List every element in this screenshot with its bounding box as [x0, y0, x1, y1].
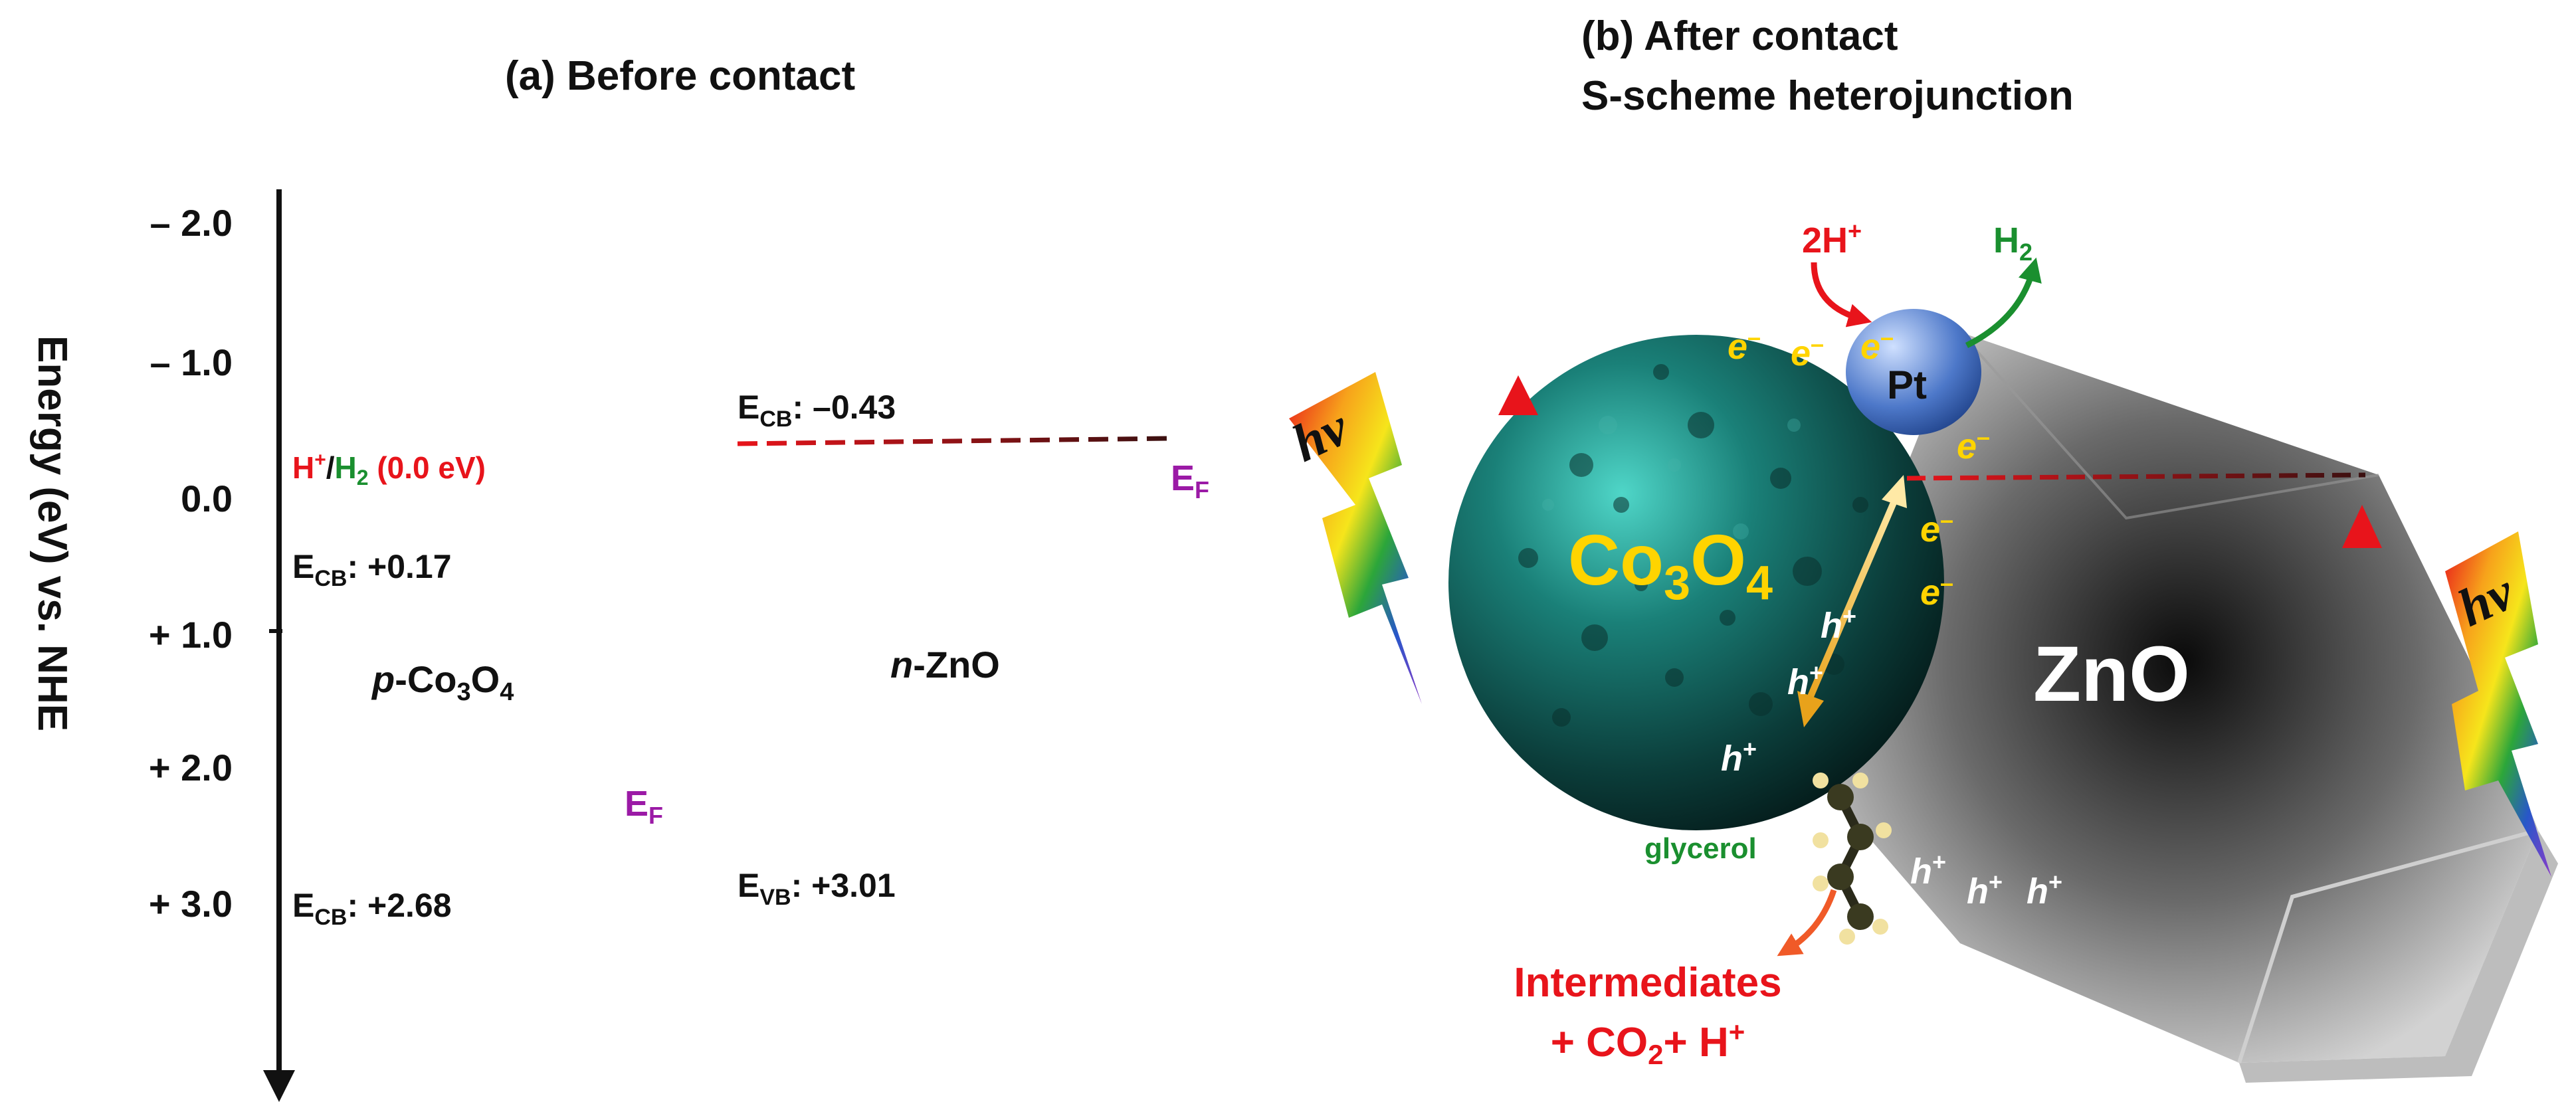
reference-label: H+/H2 (0.0 eV)	[292, 449, 486, 490]
proton-reactant-label: 2H+	[1802, 217, 1862, 260]
tick-label-0: 0.0	[181, 478, 233, 519]
tick-label-minus-1: – 1.0	[149, 341, 233, 383]
co3o4-material-label: Co3O4	[1568, 519, 1773, 610]
hole-label: h+	[1967, 868, 2003, 911]
zno-vb-label: EVB: +3.01	[738, 867, 896, 910]
interface-recombination-arrowtail	[1797, 691, 1824, 727]
products-label-line1: Intermediates	[1514, 960, 1781, 1006]
electron-label: e–	[1791, 330, 1824, 373]
hole-label: h+	[1821, 602, 1856, 646]
co3o4-excitation-arrowhead	[1498, 375, 1538, 415]
tick-label-plus-1: + 1.0	[149, 614, 233, 656]
products-label-line2: + CO2+ H+	[1551, 1016, 1745, 1070]
zno-fermi-label: EF	[1171, 458, 1209, 504]
zno-material-label: ZnO	[2033, 630, 2190, 718]
title-after-contact: (b) After contact	[1581, 13, 1898, 59]
tick-label-plus-2: + 2.0	[149, 747, 233, 788]
n-zno-label: n-ZnO	[890, 644, 1000, 686]
proton-arrow	[1811, 262, 1872, 327]
hydrogen-arrow	[1965, 257, 2042, 349]
light-bolt-right	[2445, 531, 2551, 877]
zno-excitation-arrowhead	[2342, 505, 2382, 548]
zno-crystal	[1827, 331, 2558, 1083]
zno-cb-after	[1906, 472, 2366, 481]
electron-label: e–	[1860, 323, 1894, 367]
title-before-contact: (a) Before contact	[505, 53, 855, 99]
co3o4-fermi-label: EF	[625, 784, 663, 829]
hole-label: h+	[1910, 848, 1946, 891]
hydrogen-product-label: H2	[1993, 221, 2032, 266]
zno-cb-level	[737, 436, 1170, 446]
zno-cb-label: ECB: –0.43	[738, 389, 896, 432]
electron-label: e–	[1957, 423, 1990, 466]
tick-label-minus-2: – 2.0	[149, 202, 233, 244]
electron-labels: e– e– e– e– e– e–	[1728, 323, 1990, 612]
hole-labels: h+ h+ h+ h+ h+ h+	[1721, 602, 2062, 911]
hole-label: h+	[1787, 659, 1823, 702]
interface-recombination-arrow	[1804, 494, 1900, 705]
hole-label: h+	[2027, 868, 2062, 911]
co3o4-sphere	[1448, 335, 1944, 830]
tick-label-plus-3: + 3.0	[149, 883, 233, 925]
co3o4-cb-label: ECB: +0.17	[292, 548, 452, 591]
electron-label: e–	[1920, 569, 1953, 612]
axis-label: Energy (eV) vs. NHE	[29, 335, 75, 731]
products-arrow	[1777, 889, 1837, 957]
electron-label: e–	[1920, 506, 1953, 549]
glycerol-molecule-icon	[1813, 773, 1892, 945]
hole-label: h+	[1721, 735, 1757, 779]
interface-recombination-arrowhead	[1882, 475, 1907, 508]
pt-particle	[1846, 309, 1981, 435]
glycerol-label: glycerol	[1644, 832, 1757, 865]
title-s-scheme: S-scheme heterojunction	[1581, 73, 2074, 119]
light-bolt-left	[1289, 372, 1422, 704]
p-co3o4-label: p-Co3O4	[371, 658, 514, 706]
electron-label: e–	[1728, 323, 1761, 367]
co3o4-vb-label: ECB: +2.68	[292, 887, 452, 930]
pt-label: Pt	[1887, 363, 1927, 407]
